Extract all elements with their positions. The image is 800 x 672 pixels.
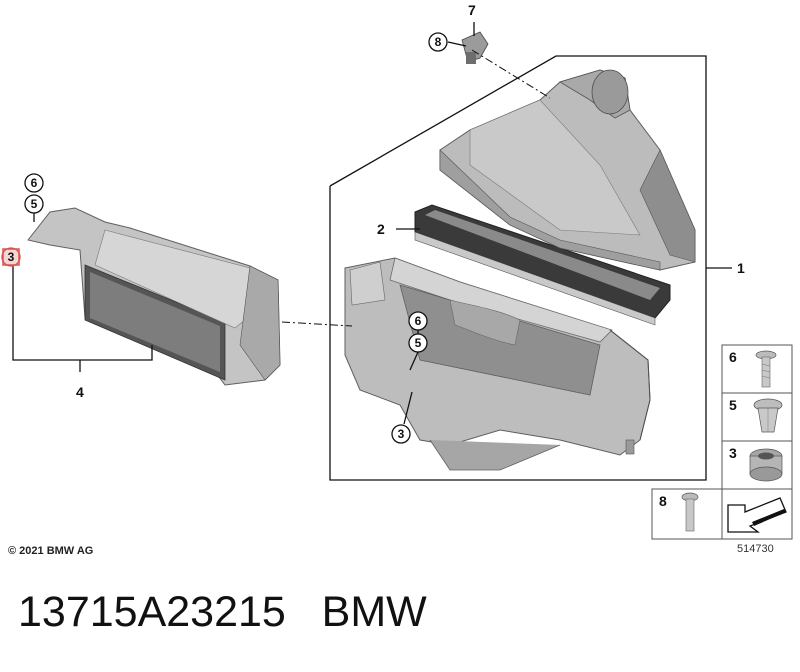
label-part-7: 7 [468, 2, 476, 18]
upper-housing-illustration [439, 69, 696, 271]
callout-6-mid: 6 [408, 311, 428, 331]
svg-text:6: 6 [415, 314, 422, 328]
sensor-illustration [461, 22, 551, 99]
clip-5-icon [753, 398, 783, 433]
callout-8-top: 8 [428, 32, 448, 52]
part-number-caption: 13715A23215 BMW [18, 588, 427, 637]
svg-text:5: 5 [415, 336, 422, 350]
direction-arrow-icon [727, 497, 787, 533]
label-part-2: 2 [377, 221, 385, 237]
brand-name: BMW [321, 588, 427, 636]
callout-3-mid: 3 [391, 424, 411, 444]
screw-6-icon [755, 350, 777, 388]
drawing-number: 514730 [737, 543, 774, 555]
callout-5-mid: 5 [408, 333, 428, 353]
svg-text:3: 3 [8, 250, 15, 264]
grommet-3-icon [749, 448, 783, 482]
callout-5-left: 5 [24, 194, 44, 214]
copyright-text: © 2021 BMW AG [8, 545, 93, 557]
label-part-1: 1 [737, 260, 745, 276]
legend-label-3: 3 [729, 445, 737, 461]
legend-label-8: 8 [659, 493, 667, 509]
callout-3-left-highlighted: 3 [1, 247, 21, 267]
legend-label-6: 6 [729, 349, 737, 365]
legend-table: 6 5 3 8 [651, 344, 793, 540]
legend-label-5: 5 [729, 397, 737, 413]
svg-text:3: 3 [398, 427, 405, 441]
label-part-4: 4 [76, 384, 84, 400]
svg-text:5: 5 [31, 197, 38, 211]
bolt-8-icon [681, 492, 699, 532]
callout-6-left: 6 [24, 173, 44, 193]
svg-text:6: 6 [31, 176, 38, 190]
svg-text:8: 8 [435, 35, 442, 49]
intake-duct-illustration [27, 207, 353, 386]
lower-housing-illustration [344, 257, 651, 471]
part-number: 13715A23215 [18, 588, 286, 636]
filter-element-illustration [414, 204, 671, 326]
